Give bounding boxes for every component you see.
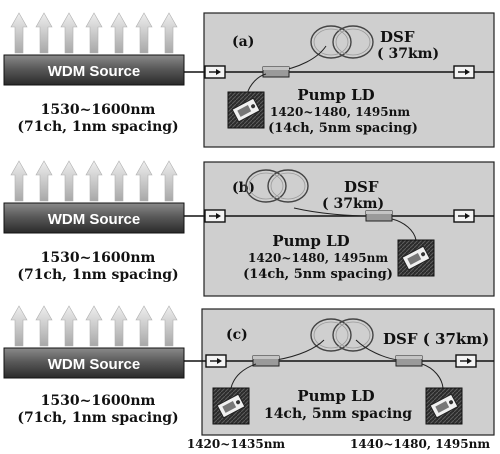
amplifier-box-b bbox=[203, 161, 495, 297]
source-range: 1530~1600nm bbox=[41, 250, 156, 266]
pump-ld-left-c bbox=[212, 387, 250, 425]
panel-tag: (c) bbox=[226, 327, 248, 343]
emission-arrows-c bbox=[10, 305, 178, 347]
pump-left-range: 1420~1435nm bbox=[187, 437, 286, 451]
fiber-length: ( 37km) bbox=[377, 46, 439, 62]
pump-spacing: 14ch, 5nm spacing bbox=[264, 406, 412, 422]
isolator-output-a bbox=[453, 65, 475, 79]
wdm-source-b bbox=[3, 202, 185, 234]
wdm-coupler-a bbox=[262, 66, 290, 78]
pump-wavelengths: 1420~1480, 1495nm bbox=[248, 251, 388, 265]
wdm-source-label: WDM Source bbox=[48, 63, 141, 80]
source-range: 1530~1600nm bbox=[41, 393, 156, 409]
wdm-source-a bbox=[3, 54, 185, 86]
pump-right-range: 1440~1480, 1495nm bbox=[350, 437, 490, 451]
source-channels: (71ch, 1nm spacing) bbox=[17, 267, 178, 283]
panel-tag: (b) bbox=[232, 180, 255, 196]
isolator-output-b bbox=[453, 209, 475, 223]
source-channels: (71ch, 1nm spacing) bbox=[17, 119, 178, 135]
fiber-label: DSF bbox=[344, 178, 379, 196]
wdm-coupler-left-c bbox=[252, 355, 280, 367]
fiber-label: DSF ( 37km) bbox=[383, 330, 489, 348]
isolator-output-c bbox=[455, 354, 477, 368]
source-channels: (71ch, 1nm spacing) bbox=[17, 410, 178, 426]
pump-title: Pump LD bbox=[272, 232, 349, 250]
source-range: 1530~1600nm bbox=[41, 102, 156, 118]
panel-a: WDM Source (a) DSF ( 37km) Pump LD 1420~… bbox=[3, 12, 495, 148]
fiber-label: DSF bbox=[380, 28, 415, 46]
pump-title: Pump LD bbox=[297, 387, 374, 405]
emission-arrows-b bbox=[10, 160, 178, 202]
pump-ld-a bbox=[227, 91, 265, 129]
wdm-source-label: WDM Source bbox=[48, 211, 141, 228]
emission-arrows-a bbox=[10, 12, 178, 54]
wdm-coupler-b bbox=[365, 210, 393, 222]
isolator-input-c bbox=[205, 354, 227, 368]
pump-title: Pump LD bbox=[297, 86, 374, 104]
panel-c: WDM Source (c) DSF ( 37km) Pump LD 14ch,… bbox=[3, 305, 495, 451]
pump-ld-right-c bbox=[425, 387, 463, 425]
pump-wavelengths: 1420~1480, 1495nm bbox=[270, 105, 410, 119]
wdm-source-c bbox=[3, 347, 185, 379]
panel-b: WDM Source (b) DSF ( 37km) Pump LD 1420~… bbox=[3, 160, 495, 297]
pump-spacing: (14ch, 5nm spacing) bbox=[243, 267, 393, 282]
wdm-source-label: WDM Source bbox=[48, 356, 141, 373]
panel-tag: (a) bbox=[232, 34, 254, 50]
fiber-length: ( 37km) bbox=[322, 196, 384, 212]
wdm-coupler-right-c bbox=[395, 355, 423, 367]
isolator-input-a bbox=[204, 65, 226, 79]
isolator-input-b bbox=[204, 209, 226, 223]
pump-ld-b bbox=[397, 239, 435, 277]
pump-spacing: (14ch, 5nm spacing) bbox=[268, 121, 418, 136]
